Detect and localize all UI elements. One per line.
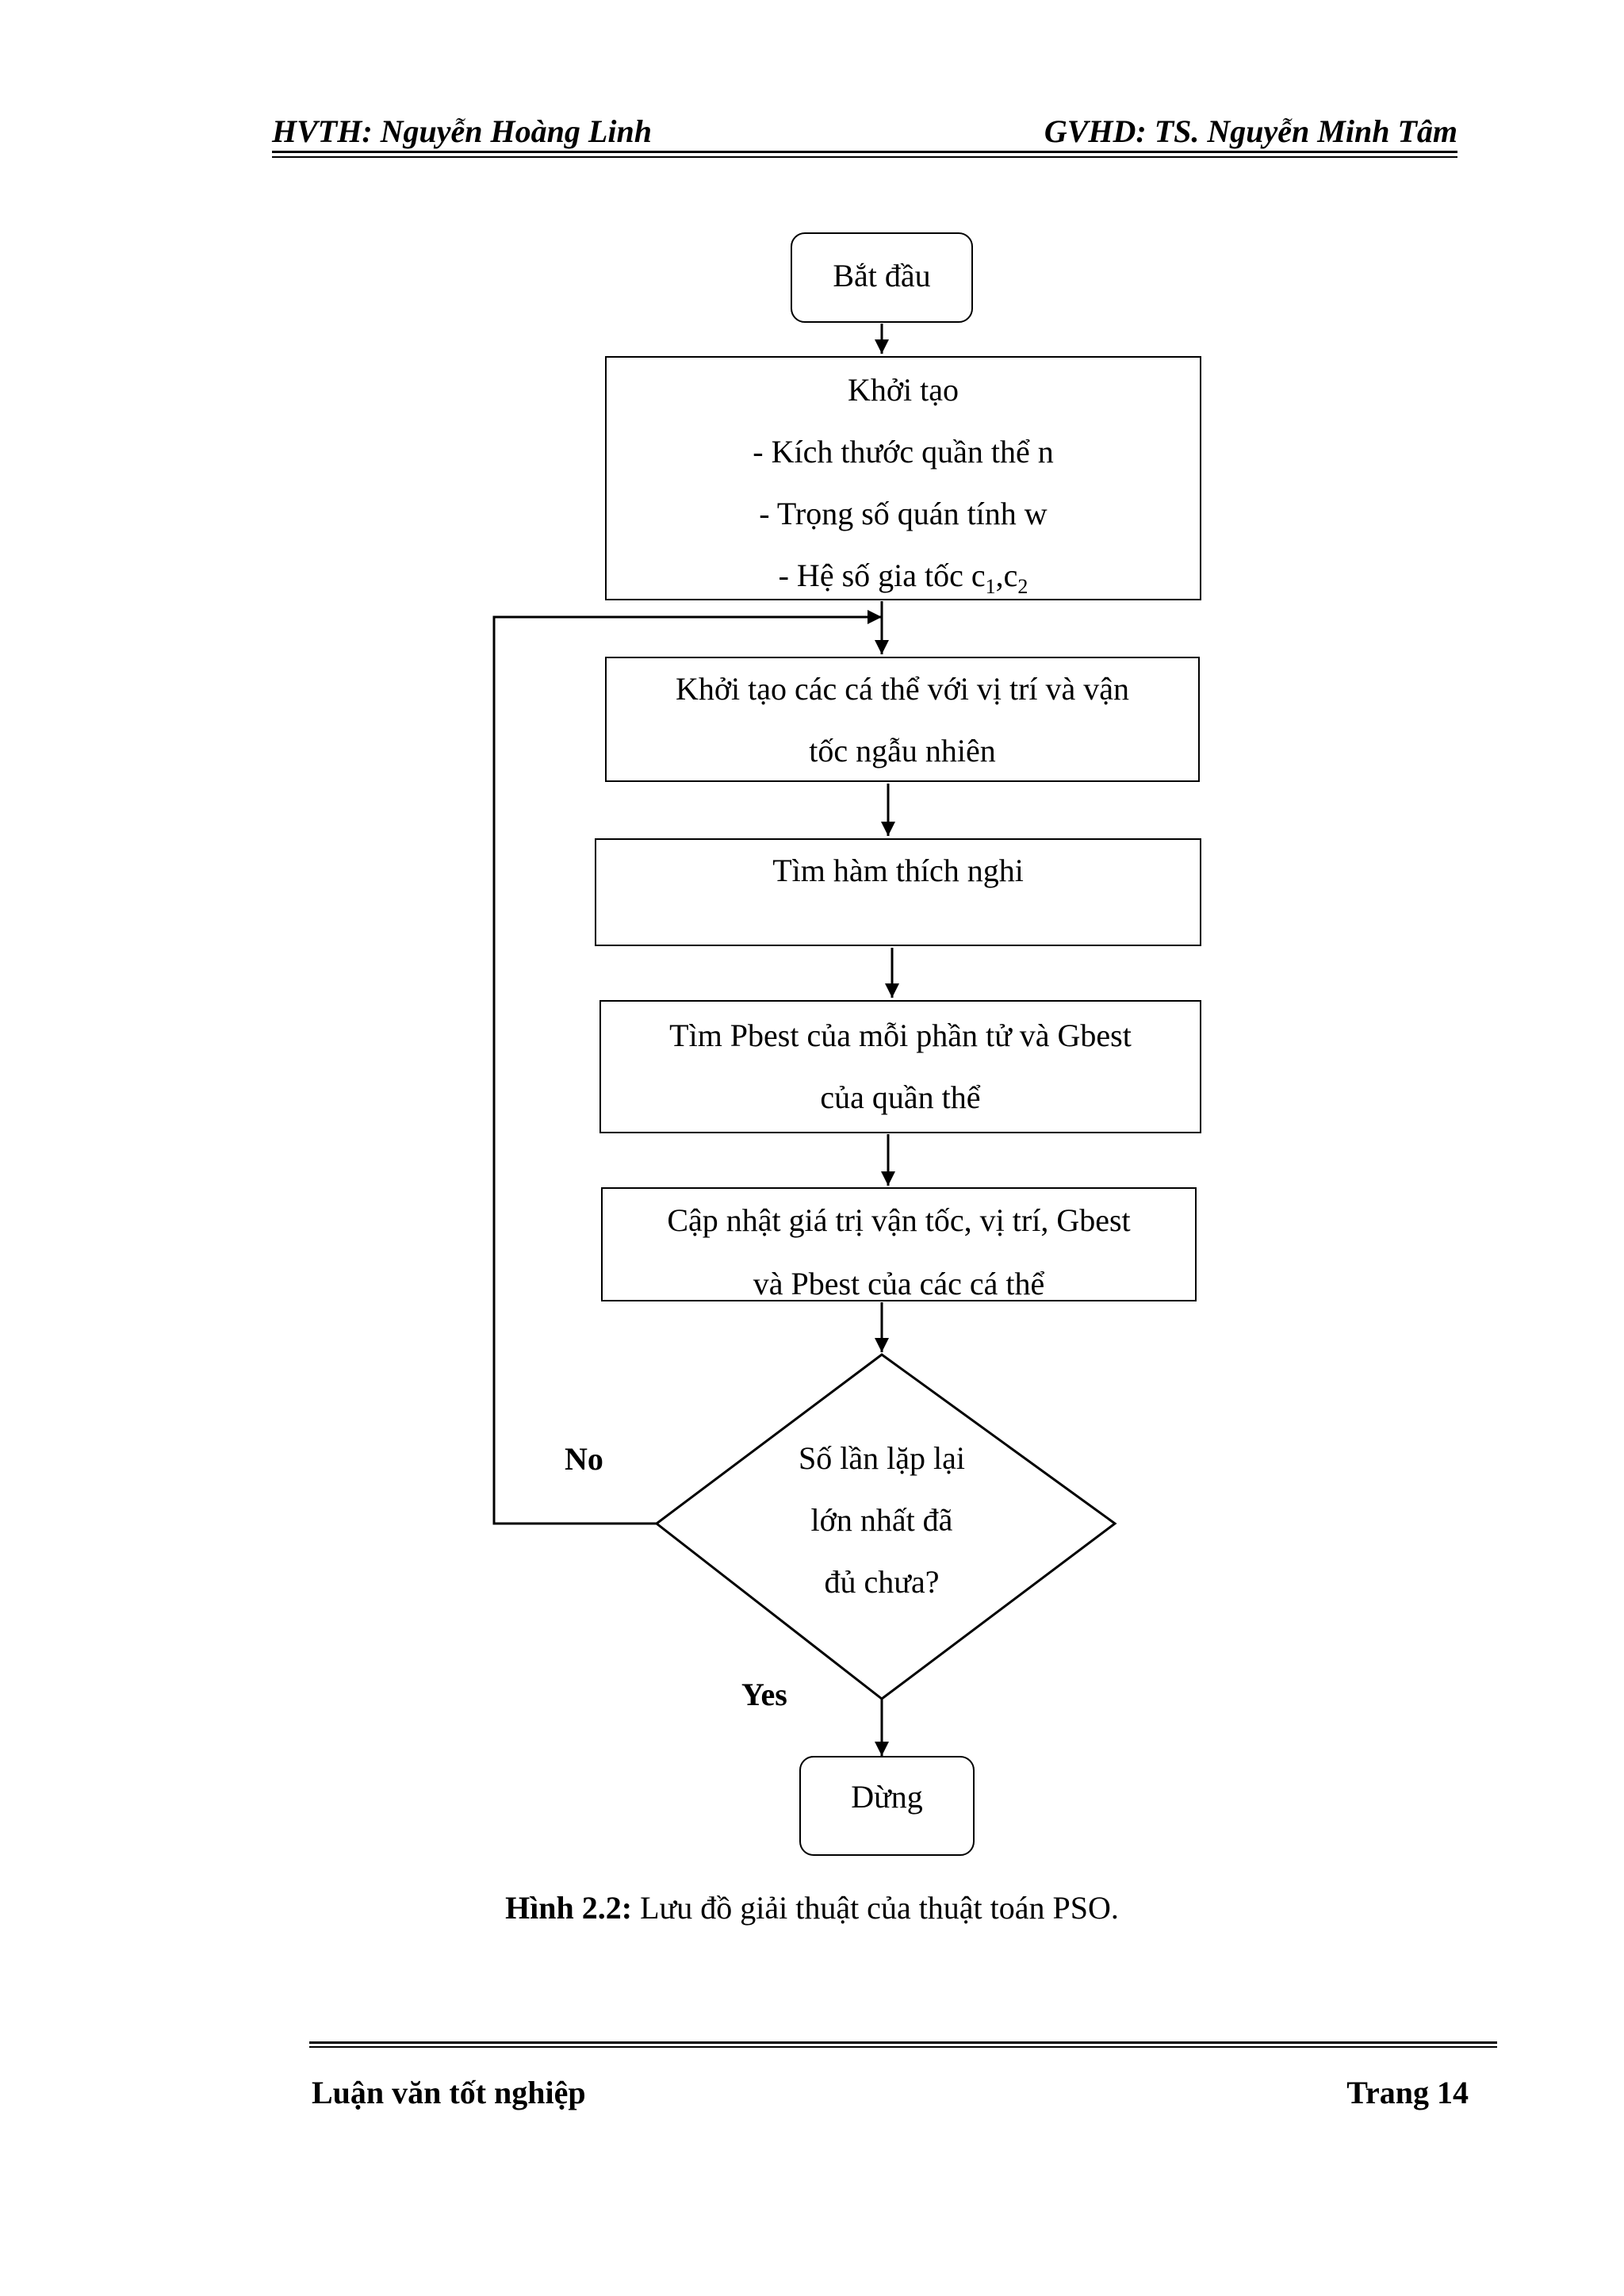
- fitness-label: Tìm hàm thích nghi: [772, 853, 1024, 888]
- init-item-population: - Kích thước quần thể n: [753, 434, 1054, 470]
- decision-line-1: Số lần lặp lại: [799, 1440, 965, 1476]
- find-best-line-2: của quần thể: [820, 1079, 981, 1115]
- stop-terminal: Dừng: [799, 1756, 975, 1856]
- init-title: Khởi tạo: [847, 372, 959, 408]
- header-supervisor: GVHD: TS. Nguyễn Minh Tâm: [1044, 113, 1457, 149]
- update-box: Cập nhật giá trị vận tốc, vị trí, Gbest …: [601, 1187, 1197, 1301]
- caption-text: Lưu đồ giải thuật của thuật toán PSO.: [632, 1890, 1119, 1926]
- update-line-1: Cập nhật giá trị vận tốc, vị trí, Gbest: [667, 1202, 1131, 1238]
- loop-back-arrow: [492, 610, 882, 1525]
- init-item-acceleration: - Hệ số gia tốc c1,c2: [778, 558, 1028, 598]
- decision-line-3: đủ chưa?: [824, 1564, 940, 1600]
- find-best-line-1: Tìm Pbest của mỗi phần tử và Gbest: [669, 1018, 1132, 1053]
- footer-page-number: Trang 14: [1346, 2075, 1469, 2110]
- caption-label: Hình 2.2:: [505, 1890, 633, 1926]
- init-particles-box: Khởi tạo các cá thể với vị trí và vận tố…: [605, 657, 1200, 782]
- yes-label: Yes: [741, 1677, 787, 1712]
- decision-line-2: lớn nhất đã: [810, 1502, 953, 1538]
- footer-title: Luận văn tốt nghiệp: [312, 2075, 586, 2110]
- figure-caption: Hình 2.2: Lưu đồ giải thuật của thuật to…: [0, 1889, 1624, 1926]
- start-label: Bắt đầu: [833, 258, 931, 293]
- stop-label: Dừng: [851, 1779, 923, 1815]
- decision-text: Số lần lặp lại lớn nhất đã đủ chưa?: [723, 1428, 1040, 1613]
- header-rule-top: [272, 151, 1457, 153]
- init-particles-line-2: tốc ngẫu nhiên: [809, 733, 996, 769]
- fitness-box: Tìm hàm thích nghi: [595, 838, 1201, 946]
- header-author: HVTH: Nguyễn Hoàng Linh: [272, 113, 652, 149]
- no-label: No: [565, 1441, 603, 1477]
- footer-rule-bottom: [309, 2046, 1497, 2048]
- init-box: Khởi tạo - Kích thước quần thể n - Trọng…: [605, 356, 1201, 600]
- update-line-2: và Pbest của các cá thể: [753, 1266, 1045, 1301]
- footer-rule-top: [309, 2041, 1497, 2044]
- decision-diamond: [654, 1353, 1117, 1700]
- init-particles-line-1: Khởi tạo các cá thể với vị trí và vận: [675, 671, 1130, 707]
- find-best-box: Tìm Pbest của mỗi phần tử và Gbest của q…: [599, 1000, 1201, 1133]
- header-rule-bottom: [272, 156, 1457, 158]
- init-item-inertia: - Trọng số quán tính w: [759, 496, 1048, 531]
- start-terminal: Bắt đầu: [791, 232, 973, 323]
